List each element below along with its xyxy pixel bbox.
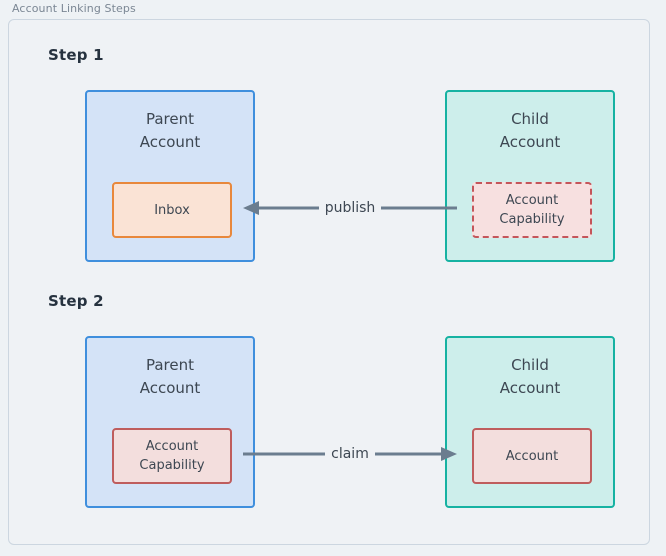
publish-arrow: publish (243, 196, 457, 220)
account-resource-box-step2[interactable]: Account (472, 428, 592, 484)
account-capability-resource-box-step2[interactable]: Account Capability (112, 428, 232, 484)
publish-arrow-label: publish (318, 200, 382, 216)
parent-account-title-step2: Parent Account (139, 356, 201, 397)
account-capability-resource-box-step1[interactable]: Account Capability (472, 182, 592, 238)
claim-arrow: claim (243, 442, 457, 466)
child-account-box-step2[interactable]: Child Account Account (445, 336, 615, 508)
claim-arrow-label: claim (325, 446, 375, 462)
step-2-label: Step 2 (48, 292, 104, 310)
diagram-title: Account Linking Steps (12, 2, 136, 15)
parent-account-title-step1: Parent Account (139, 110, 201, 151)
step-1-label: Step 1 (48, 46, 104, 64)
parent-account-box-step1[interactable]: Parent Account Inbox (85, 90, 255, 262)
parent-account-box-step2[interactable]: Parent Account Account Capability (85, 336, 255, 508)
inbox-resource-box[interactable]: Inbox (112, 182, 232, 238)
child-account-title-step1: Child Account (499, 110, 561, 151)
child-account-title-step2: Child Account (499, 356, 561, 397)
child-account-box-step1[interactable]: Child Account Account Capability (445, 90, 615, 262)
